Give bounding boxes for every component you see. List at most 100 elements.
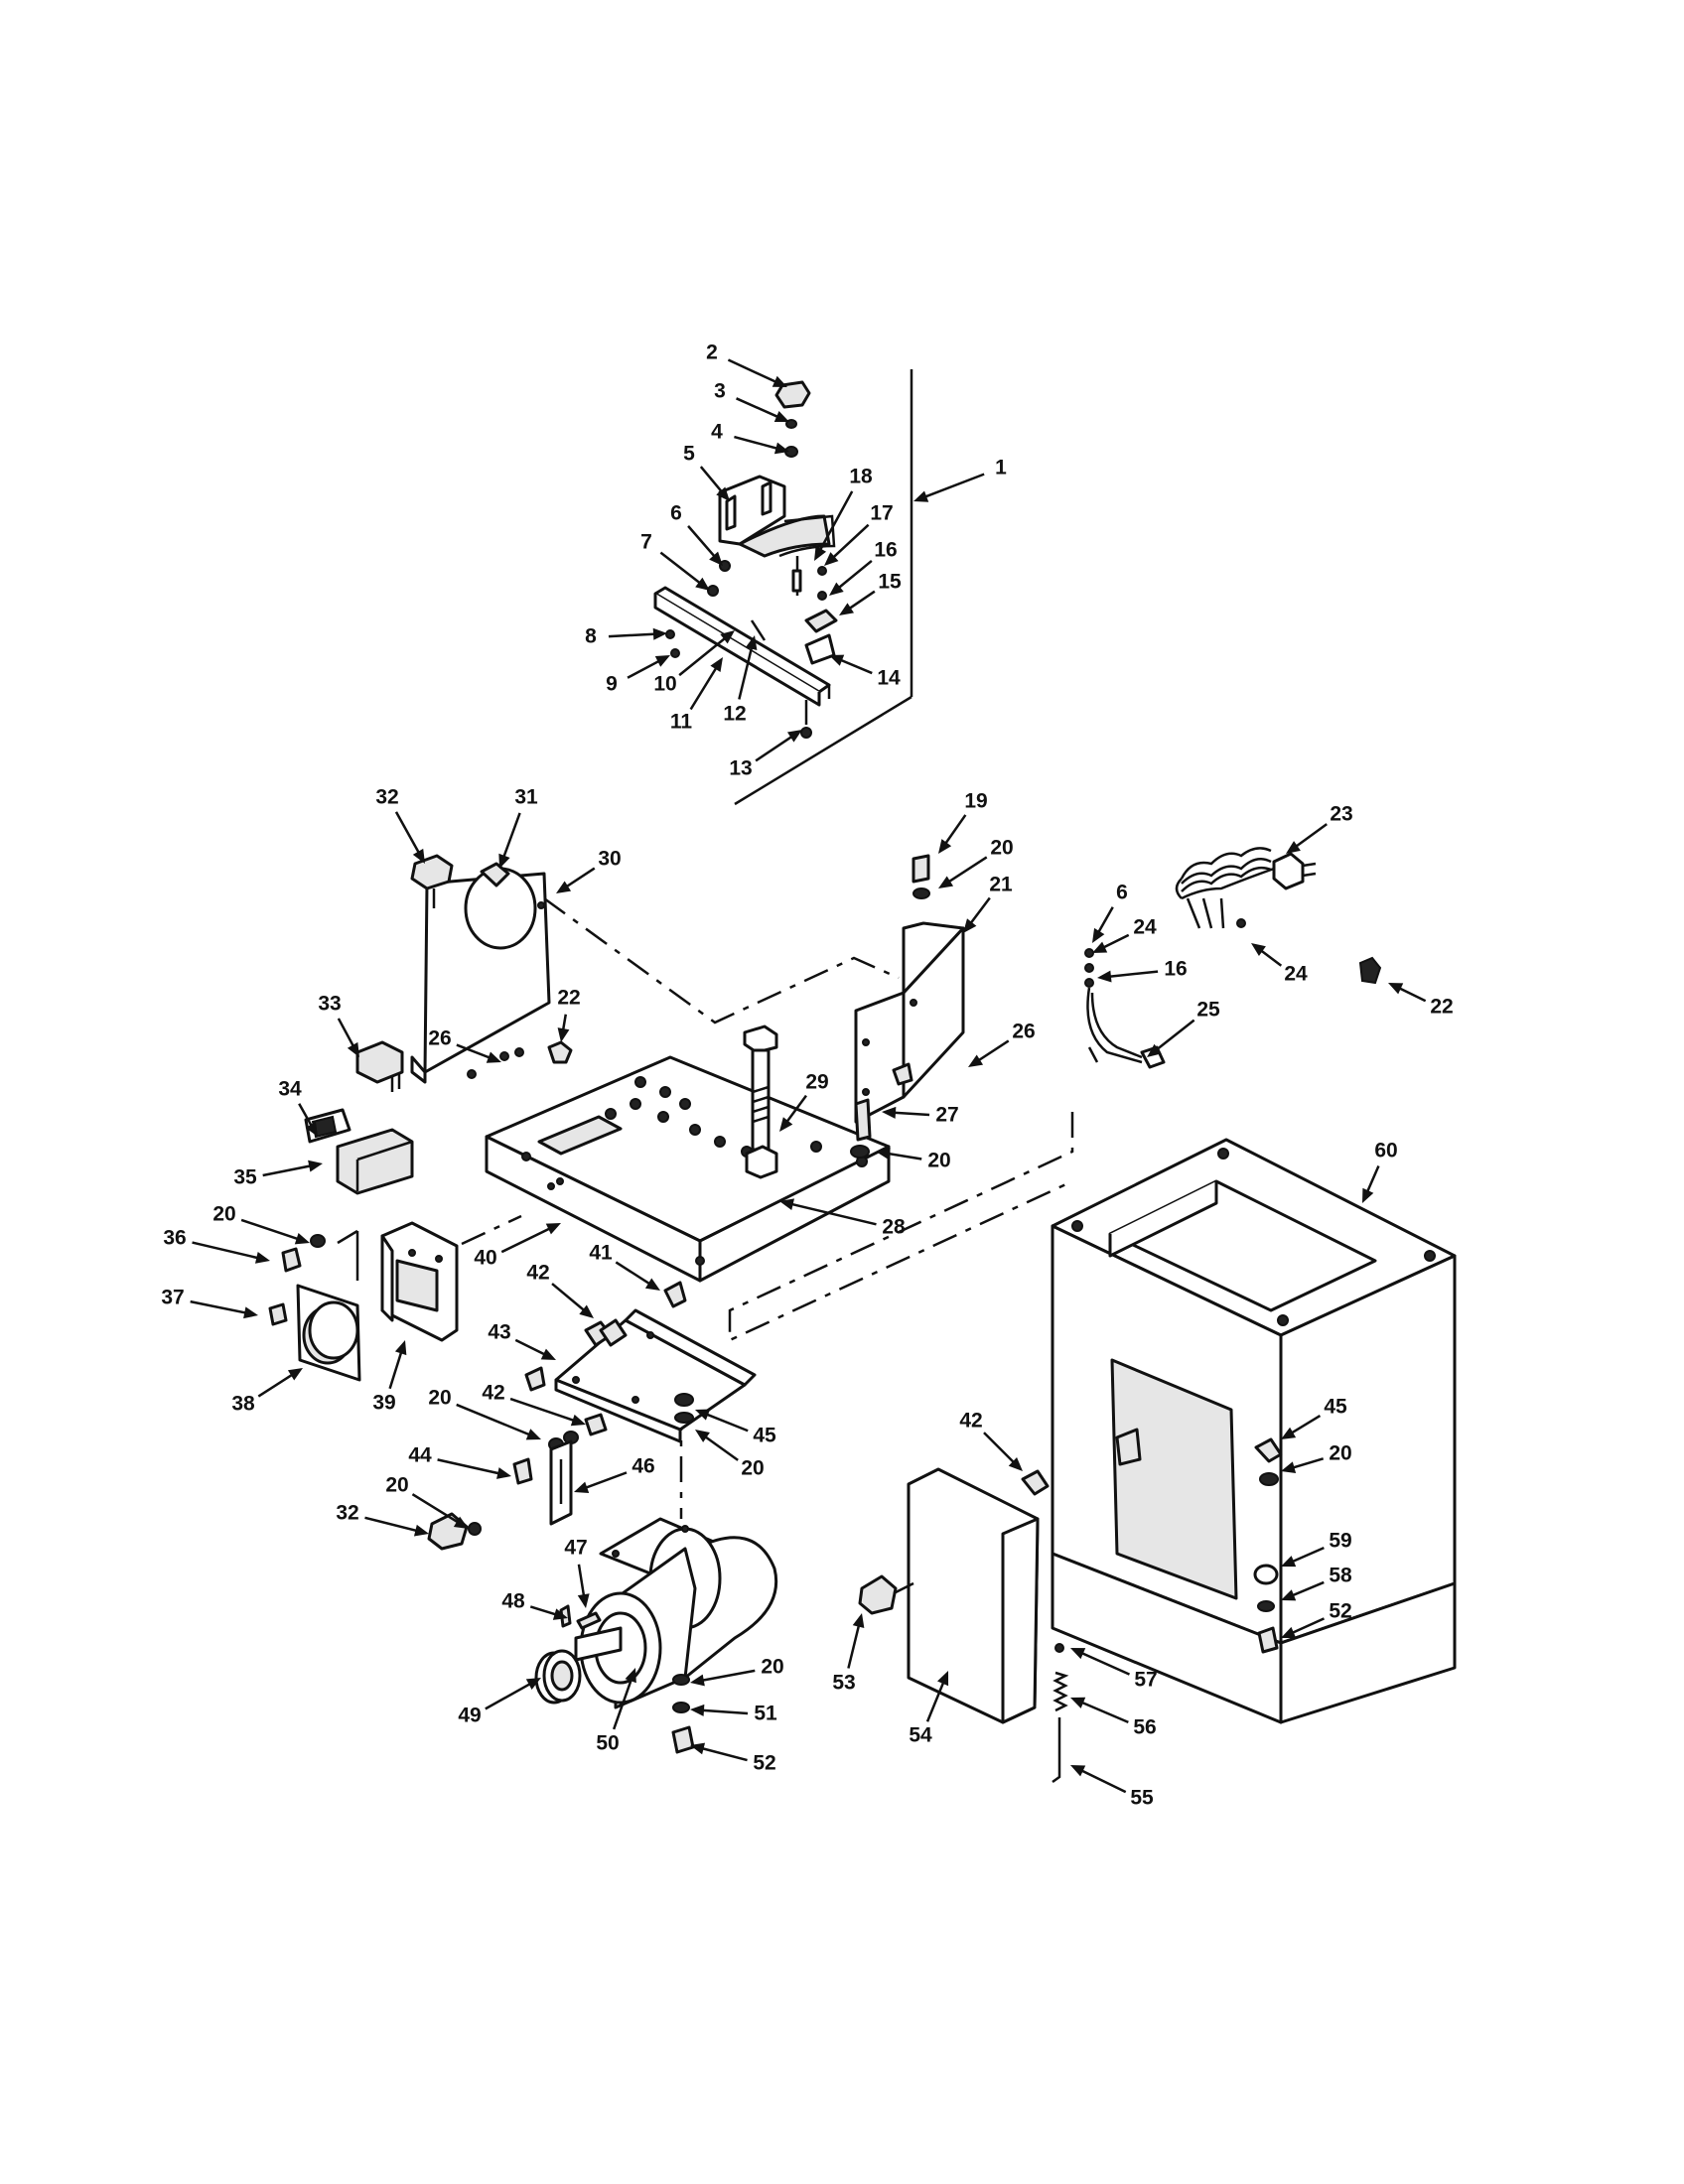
callout-arrowhead <box>540 1348 556 1360</box>
cabinet-60 <box>1051 1138 1457 1724</box>
callout-arrowhead <box>1070 1765 1086 1777</box>
callout-leader <box>485 1678 539 1710</box>
callout-arrowhead <box>938 876 954 888</box>
callout-label: 45 <box>753 1425 776 1447</box>
callout-arrowhead <box>779 1198 795 1211</box>
callout-label: 24 <box>1284 963 1308 986</box>
callout-label: 48 <box>501 1590 525 1613</box>
callout-arrowhead <box>308 1160 323 1172</box>
callout-arrowhead <box>496 1467 511 1479</box>
callout-label: 29 <box>805 1071 828 1094</box>
screw-7 <box>707 585 719 597</box>
callout-leader <box>727 358 784 387</box>
nut-22 <box>547 1040 573 1064</box>
callout-arrowhead <box>968 1054 984 1067</box>
callout-label: 6 <box>670 502 682 525</box>
callout-label: 2 <box>706 341 718 364</box>
callout-arrowhead <box>1008 1456 1023 1471</box>
washer-20f <box>672 1674 690 1686</box>
callout-label: 20 <box>990 837 1013 860</box>
callout-arrowhead <box>829 582 844 596</box>
callout-leader <box>782 1200 877 1226</box>
callout-arrowhead <box>255 1252 270 1264</box>
washer-20 <box>912 887 930 899</box>
callout-label: 20 <box>385 1474 408 1497</box>
callout-label: 12 <box>723 703 746 726</box>
callout-label: 22 <box>1430 996 1453 1019</box>
callout-label: 40 <box>474 1247 496 1270</box>
callout-leader <box>364 1516 426 1535</box>
washer-20b <box>850 1145 870 1159</box>
callout-label: 31 <box>514 786 538 809</box>
callout-arrowhead <box>745 635 758 651</box>
knob-31 <box>480 862 510 887</box>
nut-42-door <box>1021 1469 1050 1496</box>
washer-58 <box>1257 1600 1275 1612</box>
nut-42b <box>599 1318 628 1347</box>
bolt-52 <box>671 1725 695 1754</box>
callout-label: 42 <box>482 1382 504 1405</box>
callout-arrowhead <box>557 1027 570 1042</box>
callout-label: 47 <box>564 1537 587 1560</box>
callout-label: 22 <box>557 987 580 1010</box>
callout-label: 44 <box>408 1444 432 1467</box>
callout-arrowhead <box>773 442 789 455</box>
screw-19 <box>912 854 930 884</box>
callout-arrowhead <box>716 486 730 501</box>
callout-arrowhead <box>779 1117 793 1132</box>
callout-arrowhead <box>1281 1427 1297 1439</box>
callout-label: 42 <box>959 1410 982 1433</box>
screw-37 <box>268 1302 288 1326</box>
screw-26 <box>499 1051 509 1061</box>
callout-label: 54 <box>909 1724 932 1747</box>
callout-label: 57 <box>1134 1669 1157 1692</box>
screw-43 <box>524 1366 546 1392</box>
callout-arrowhead <box>453 1516 469 1529</box>
callout-label: 37 <box>161 1287 184 1309</box>
callout-label: 21 <box>989 874 1013 896</box>
washer-20-45 <box>674 1412 694 1424</box>
callout-arrowhead <box>243 1306 258 1319</box>
callout-label: 39 <box>372 1392 395 1415</box>
callout-label: 28 <box>882 1216 906 1239</box>
callout-label: 50 <box>596 1732 619 1755</box>
pin-17 <box>817 566 827 576</box>
miter-knob <box>774 380 811 409</box>
callout-label: 26 <box>428 1027 451 1050</box>
callout-label: 35 <box>233 1166 257 1189</box>
callout-label: 20 <box>741 1457 764 1480</box>
callout-arrowhead <box>654 655 670 667</box>
callout-label: 18 <box>849 466 873 488</box>
washer-45 <box>674 1393 694 1407</box>
callout-label: 52 <box>1329 1600 1351 1623</box>
pin-16 <box>817 591 827 601</box>
callout-leader <box>693 1669 756 1684</box>
screw-41 <box>663 1281 687 1308</box>
bolt-44 <box>512 1457 533 1485</box>
motor-mount-39 <box>380 1221 459 1342</box>
callout-arrowhead <box>574 1481 590 1493</box>
motor-50 <box>574 1517 778 1709</box>
switch-33 <box>355 1040 404 1084</box>
callout-arrowhead <box>625 1668 636 1684</box>
callout-label: 30 <box>598 848 621 871</box>
washer-20-36 <box>310 1234 326 1248</box>
screw-26-right <box>892 1062 913 1086</box>
pin-57 <box>1054 1643 1064 1653</box>
callout-label: 56 <box>1133 1716 1156 1739</box>
callout-arrowhead <box>882 1106 897 1119</box>
callout-label: 25 <box>1196 999 1220 1022</box>
connector-24 <box>1236 918 1246 928</box>
callout-arrowhead <box>347 1041 359 1057</box>
callout-label: 9 <box>606 673 618 696</box>
callout-arrowhead <box>394 1340 407 1356</box>
callout-arrowhead <box>695 1409 711 1421</box>
callout-arrowhead <box>525 1429 541 1440</box>
callout-label: 5 <box>683 443 695 466</box>
callout-arrowhead <box>1281 1556 1297 1568</box>
callout-arrowhead <box>579 1304 594 1318</box>
callout-arrowhead <box>652 627 667 640</box>
callout-arrowhead <box>1070 1648 1086 1660</box>
callout-label: 16 <box>1164 958 1187 981</box>
